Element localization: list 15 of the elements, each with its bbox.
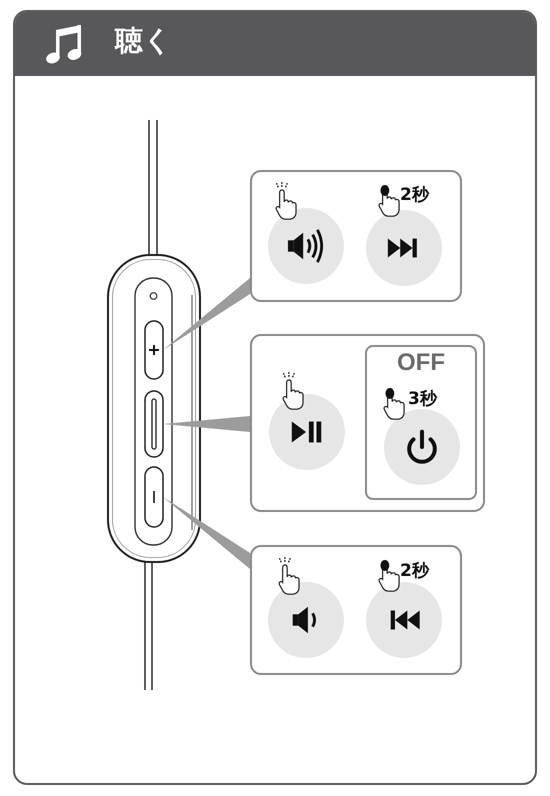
- duration-label: 3秒: [408, 390, 437, 409]
- leader-line: [163, 278, 250, 350]
- duration-label: 2秒: [400, 186, 429, 205]
- minus-button: [145, 467, 163, 527]
- leader-line: [163, 416, 250, 432]
- callout-box: [250, 170, 462, 302]
- duration-label: 2秒: [400, 562, 429, 581]
- off-label: OFF: [397, 350, 445, 376]
- callout-box: [250, 545, 462, 675]
- leader-line: [163, 497, 250, 569]
- title: 聴く: [115, 26, 172, 57]
- plus-button: [145, 321, 163, 379]
- callout-box: [250, 334, 485, 512]
- inset-box: [365, 345, 477, 500]
- center-button: [145, 391, 163, 457]
